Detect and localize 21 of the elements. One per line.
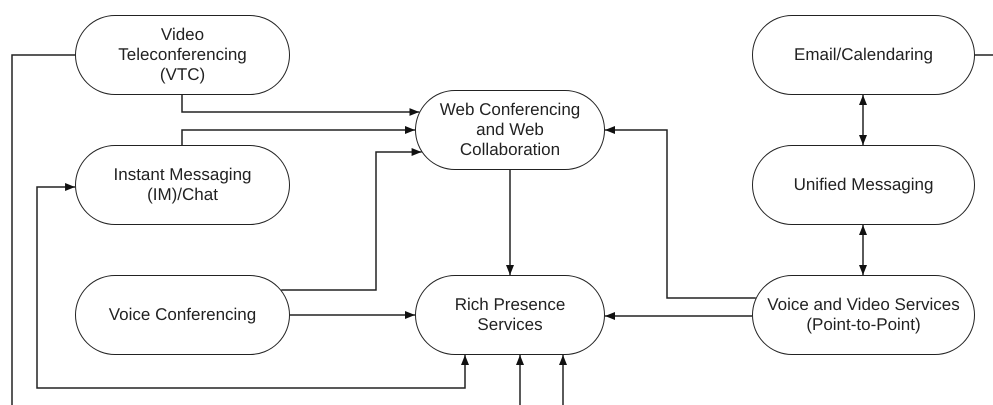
node-label: Voice Conferencing: [108, 305, 256, 325]
node-label: Unified Messaging: [794, 175, 934, 195]
connector-arrow: [36, 183, 469, 389]
node-label: Rich Presence Services: [454, 295, 566, 335]
connector-arrow: [516, 355, 524, 405]
node-label: Voice and Video Services (Point-to-Point): [766, 295, 961, 335]
connector-arrow: [604, 312, 752, 320]
node-label: Web Conferencing and Web Collaboration: [438, 100, 582, 160]
connector-arrow: [859, 95, 867, 145]
node-label: Video Teleconferencing (VTC): [117, 25, 248, 85]
node-label: Instant Messaging (IM)/Chat: [112, 165, 252, 205]
connector-arrow: [181, 126, 415, 145]
process-pill: [415, 90, 605, 170]
connector-arrow: [281, 148, 422, 291]
connector-arrow: [605, 126, 756, 299]
connector-arrow: [181, 95, 420, 116]
node-label: Email/Calendaring: [794, 45, 933, 65]
connector-arrow: [559, 355, 567, 405]
connector-arrow: [506, 170, 514, 275]
connector-arrow: [290, 311, 415, 319]
connector-arrow: [859, 225, 867, 275]
